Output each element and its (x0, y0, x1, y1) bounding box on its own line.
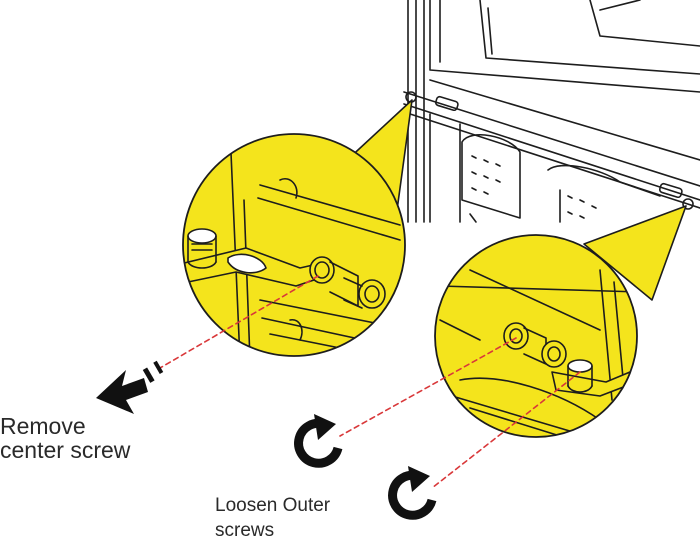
remove-label-line2: center screw (0, 438, 200, 462)
remove-arrow-icon (96, 361, 163, 414)
magnified-view-right (435, 235, 640, 440)
loosen-label-line1: Loosen Outer (215, 494, 375, 519)
loosen-label-line2: screws (215, 519, 375, 544)
refrigerator-drawing (404, 0, 700, 222)
remove-center-screw-label: Remove center screw (0, 414, 200, 462)
rotate-clockwise-icon (299, 414, 338, 463)
rotate-clockwise-icon (393, 466, 432, 515)
remove-label-line1: Remove (0, 414, 200, 438)
loosen-outer-screws-label: Loosen Outer screws (215, 494, 375, 543)
